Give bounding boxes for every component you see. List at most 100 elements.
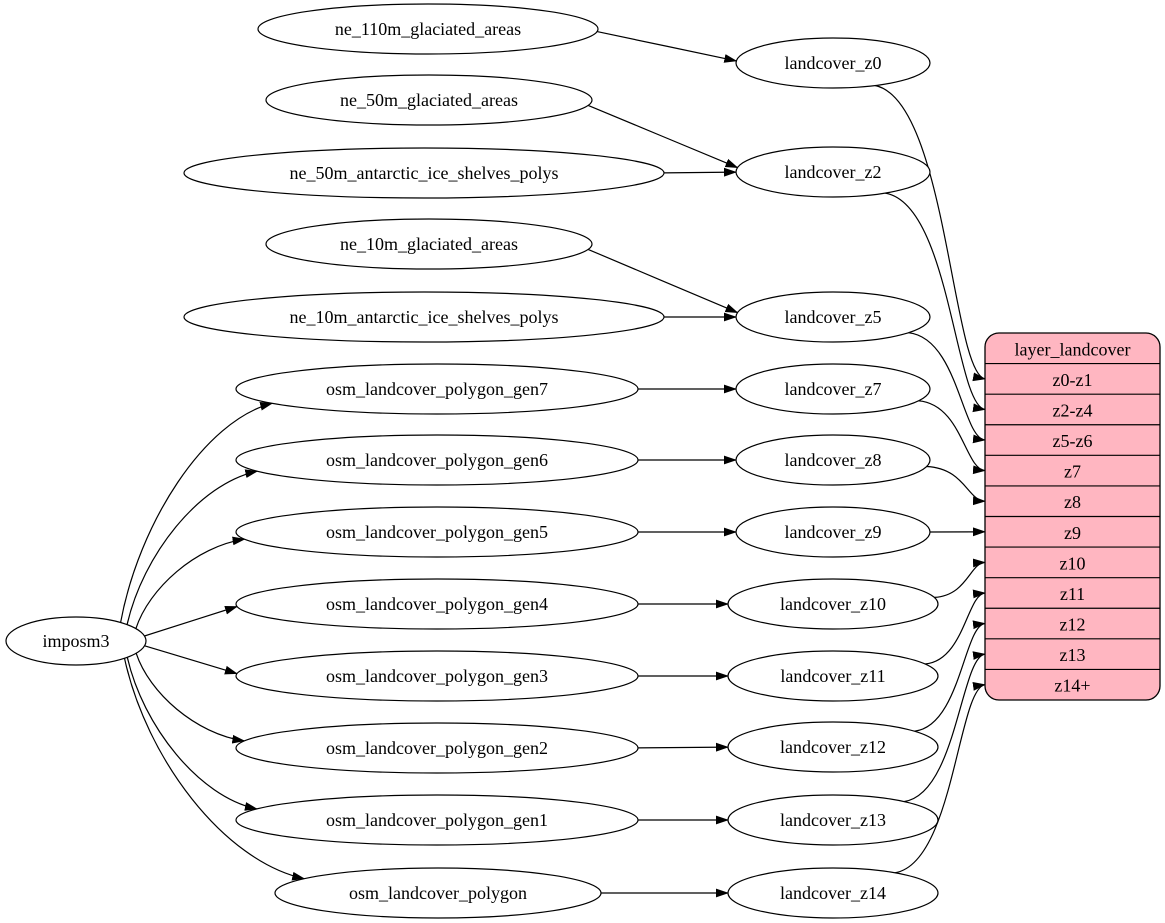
edge-ne_110m_glaciated_areas-to-landcover_z0 [596, 31, 738, 63]
osm_landcover_polygon_gen5-shape [235, 506, 639, 558]
ne_10m_glaciated_areas-label: ne_10m_glaciated_areas [340, 234, 518, 254]
node-landcover_z5: landcover_z5 [735, 291, 931, 343]
osm_landcover_polygon_gen4-shape [235, 578, 639, 630]
edge-landcover_z12-to-layer_landcover-z12 [914, 620, 986, 732]
node-osm_landcover_polygon_gen3: osm_landcover_polygon_gen3 [235, 650, 639, 702]
node-landcover_z14: landcover_z14 [727, 867, 939, 919]
landcover_z11-shape [727, 650, 939, 702]
edge-imposm3-to-osm_landcover_polygon_gen3 [144, 645, 238, 675]
edge-imposm3-to-osm_landcover_polygon_gen6 [126, 469, 259, 625]
edge-imposm3-to-osm_landcover_polygon_gen5 [135, 536, 246, 629]
landcover_z13-shape [727, 794, 939, 846]
osm_landcover_polygon_gen1-label: osm_landcover_polygon_gen1 [326, 810, 548, 830]
landcover_z14-shape [727, 867, 939, 919]
layer_landcover-row-z10: z10 [1060, 553, 1086, 573]
edge-imposm3-to-osm_landcover_polygon_gen7 [120, 402, 274, 623]
osm_landcover_polygon-shape [274, 867, 602, 919]
osm_landcover_polygon_gen7-label: osm_landcover_polygon_gen7 [326, 379, 548, 399]
landcover_z14-label: landcover_z14 [780, 883, 886, 903]
node-landcover_z13: landcover_z13 [727, 794, 939, 846]
node-osm_landcover_polygon_gen5: osm_landcover_polygon_gen5 [235, 506, 639, 558]
ne_10m_glaciated_areas-shape [265, 218, 593, 270]
landcover_z10-shape [727, 578, 939, 630]
osm_landcover_polygon_gen4-label: osm_landcover_polygon_gen4 [326, 594, 548, 614]
landcover_z8-shape [735, 434, 931, 486]
landcover_z10-label: landcover_z10 [780, 594, 886, 614]
osm_landcover_polygon_gen1-shape [235, 794, 639, 846]
landcover_z0-shape [735, 37, 931, 89]
edge-imposm3-to-osm_landcover_polygon_gen2 [135, 653, 246, 744]
layer_landcover-row-z13: z13 [1060, 645, 1086, 665]
landcover_z8-label: landcover_z8 [785, 450, 882, 470]
landcover_z0-label: landcover_z0 [785, 53, 882, 73]
osm_landcover_polygon_gen5-label: osm_landcover_polygon_gen5 [326, 522, 548, 542]
edge-landcover_z8-to-layer_landcover-z8 [926, 465, 986, 506]
layer_landcover-row-z0-z1: z0-z1 [1053, 370, 1093, 390]
edge-imposm3-to-osm_landcover_polygon_gen1 [126, 657, 258, 811]
edge-imposm3-to-osm_landcover_polygon [123, 658, 306, 881]
node-landcover_z9: landcover_z9 [735, 506, 931, 558]
layer_landcover-row-z7: z7 [1064, 462, 1081, 482]
layer_landcover-row-z14+: z14+ [1054, 676, 1090, 696]
node-ne_10m_glaciated_areas: ne_10m_glaciated_areas [265, 218, 593, 270]
ne_50m_glaciated_areas-shape [265, 74, 593, 126]
node-osm_landcover_polygon_gen1: osm_landcover_polygon_gen1 [235, 794, 639, 846]
edge-landcover_z14-to-layer_landcover-z14+ [894, 682, 986, 874]
node-ne_110m_glaciated_areas: ne_110m_glaciated_areas [257, 3, 599, 55]
ne_10m_antarctic_ice_shelves_polys-shape [183, 291, 665, 343]
layer_landcover-row-z9: z9 [1064, 523, 1081, 543]
ne_10m_antarctic_ice_shelves_polys-label: ne_10m_antarctic_ice_shelves_polys [290, 307, 559, 327]
landcover_z12-label: landcover_z12 [780, 737, 886, 757]
osm_landcover_polygon_gen2-label: osm_landcover_polygon_gen2 [326, 738, 548, 758]
landcover_z7-shape [735, 363, 931, 415]
edge-landcover_z0-to-layer_landcover-z0-z1 [874, 84, 986, 382]
landcover_z13-label: landcover_z13 [780, 810, 886, 830]
imposm3-label: imposm3 [42, 631, 109, 651]
landcover_z5-label: landcover_z5 [785, 307, 882, 327]
osm_landcover_polygon_gen6-label: osm_landcover_polygon_gen6 [326, 450, 548, 470]
layer_landcover-row-z5-z6: z5-z6 [1053, 431, 1093, 451]
edge-imposm3-to-osm_landcover_polygon_gen4 [144, 605, 238, 637]
node-osm_landcover_polygon_gen4: osm_landcover_polygon_gen4 [235, 578, 639, 630]
edge-ne_50m_glaciated_areas-to-landcover_z2 [587, 104, 739, 169]
node-ne_50m_antarctic_ice_shelves_polys: ne_50m_antarctic_ice_shelves_polys [183, 147, 665, 199]
layer_landcover-row-z11: z11 [1060, 584, 1085, 604]
edge-landcover_z2-to-layer_landcover-z2-z4 [885, 192, 986, 413]
landcover_z2-label: landcover_z2 [785, 162, 882, 182]
edge-landcover_z13-to-layer_landcover-z13 [903, 651, 986, 803]
layer_landcover-row-z8: z8 [1064, 492, 1081, 512]
landcover_z9-shape [735, 506, 931, 558]
osm_landcover_polygon_gen7-shape [235, 363, 639, 415]
node-ne_10m_antarctic_ice_shelves_polys: ne_10m_antarctic_ice_shelves_polys [183, 291, 665, 343]
node-landcover_z8: landcover_z8 [735, 434, 931, 486]
node-osm_landcover_polygon: osm_landcover_polygon [274, 867, 602, 919]
layer_landcover-title: layer_landcover [1015, 339, 1131, 359]
landcover_z9-label: landcover_z9 [785, 522, 882, 542]
imposm3-shape [5, 616, 147, 666]
edge-ne_10m_glaciated_areas-to-landcover_z5 [587, 248, 739, 314]
landcover_z12-shape [727, 721, 939, 773]
edge-layer [120, 31, 986, 898]
node-osm_landcover_polygon_gen2: osm_landcover_polygon_gen2 [235, 722, 639, 774]
node-landcover_z12: landcover_z12 [727, 721, 939, 773]
node-osm_landcover_polygon_gen7: osm_landcover_polygon_gen7 [235, 363, 639, 415]
ne_50m_antarctic_ice_shelves_polys-shape [183, 147, 665, 199]
landcover_z5-shape [735, 291, 931, 343]
landcover_z11-label: landcover_z11 [780, 666, 885, 686]
edge-landcover_z7-to-layer_landcover-z7 [918, 400, 986, 475]
osm_landcover_polygon_gen3-shape [235, 650, 639, 702]
node-landcover_z7: landcover_z7 [735, 363, 931, 415]
node-osm_landcover_polygon_gen6: osm_landcover_polygon_gen6 [235, 434, 639, 486]
ne_50m_glaciated_areas-label: ne_50m_glaciated_areas [340, 90, 518, 110]
node-imposm3: imposm3 [5, 616, 147, 666]
osm_landcover_polygon_gen3-label: osm_landcover_polygon_gen3 [326, 666, 548, 686]
osm_landcover_polygon_gen2-shape [235, 722, 639, 774]
edge-landcover_z5-to-layer_landcover-z5-z6 [908, 332, 986, 444]
ne_110m_glaciated_areas-shape [257, 3, 599, 55]
edge-ne_50m_antarctic_ice_shelves_polys-to-landcover_z2 [663, 167, 737, 177]
landcover_z7-label: landcover_z7 [785, 379, 882, 399]
edge-landcover_z10-to-layer_landcover-z10 [934, 558, 986, 598]
edge-osm_landcover_polygon_gen2-to-landcover_z12 [637, 742, 729, 752]
